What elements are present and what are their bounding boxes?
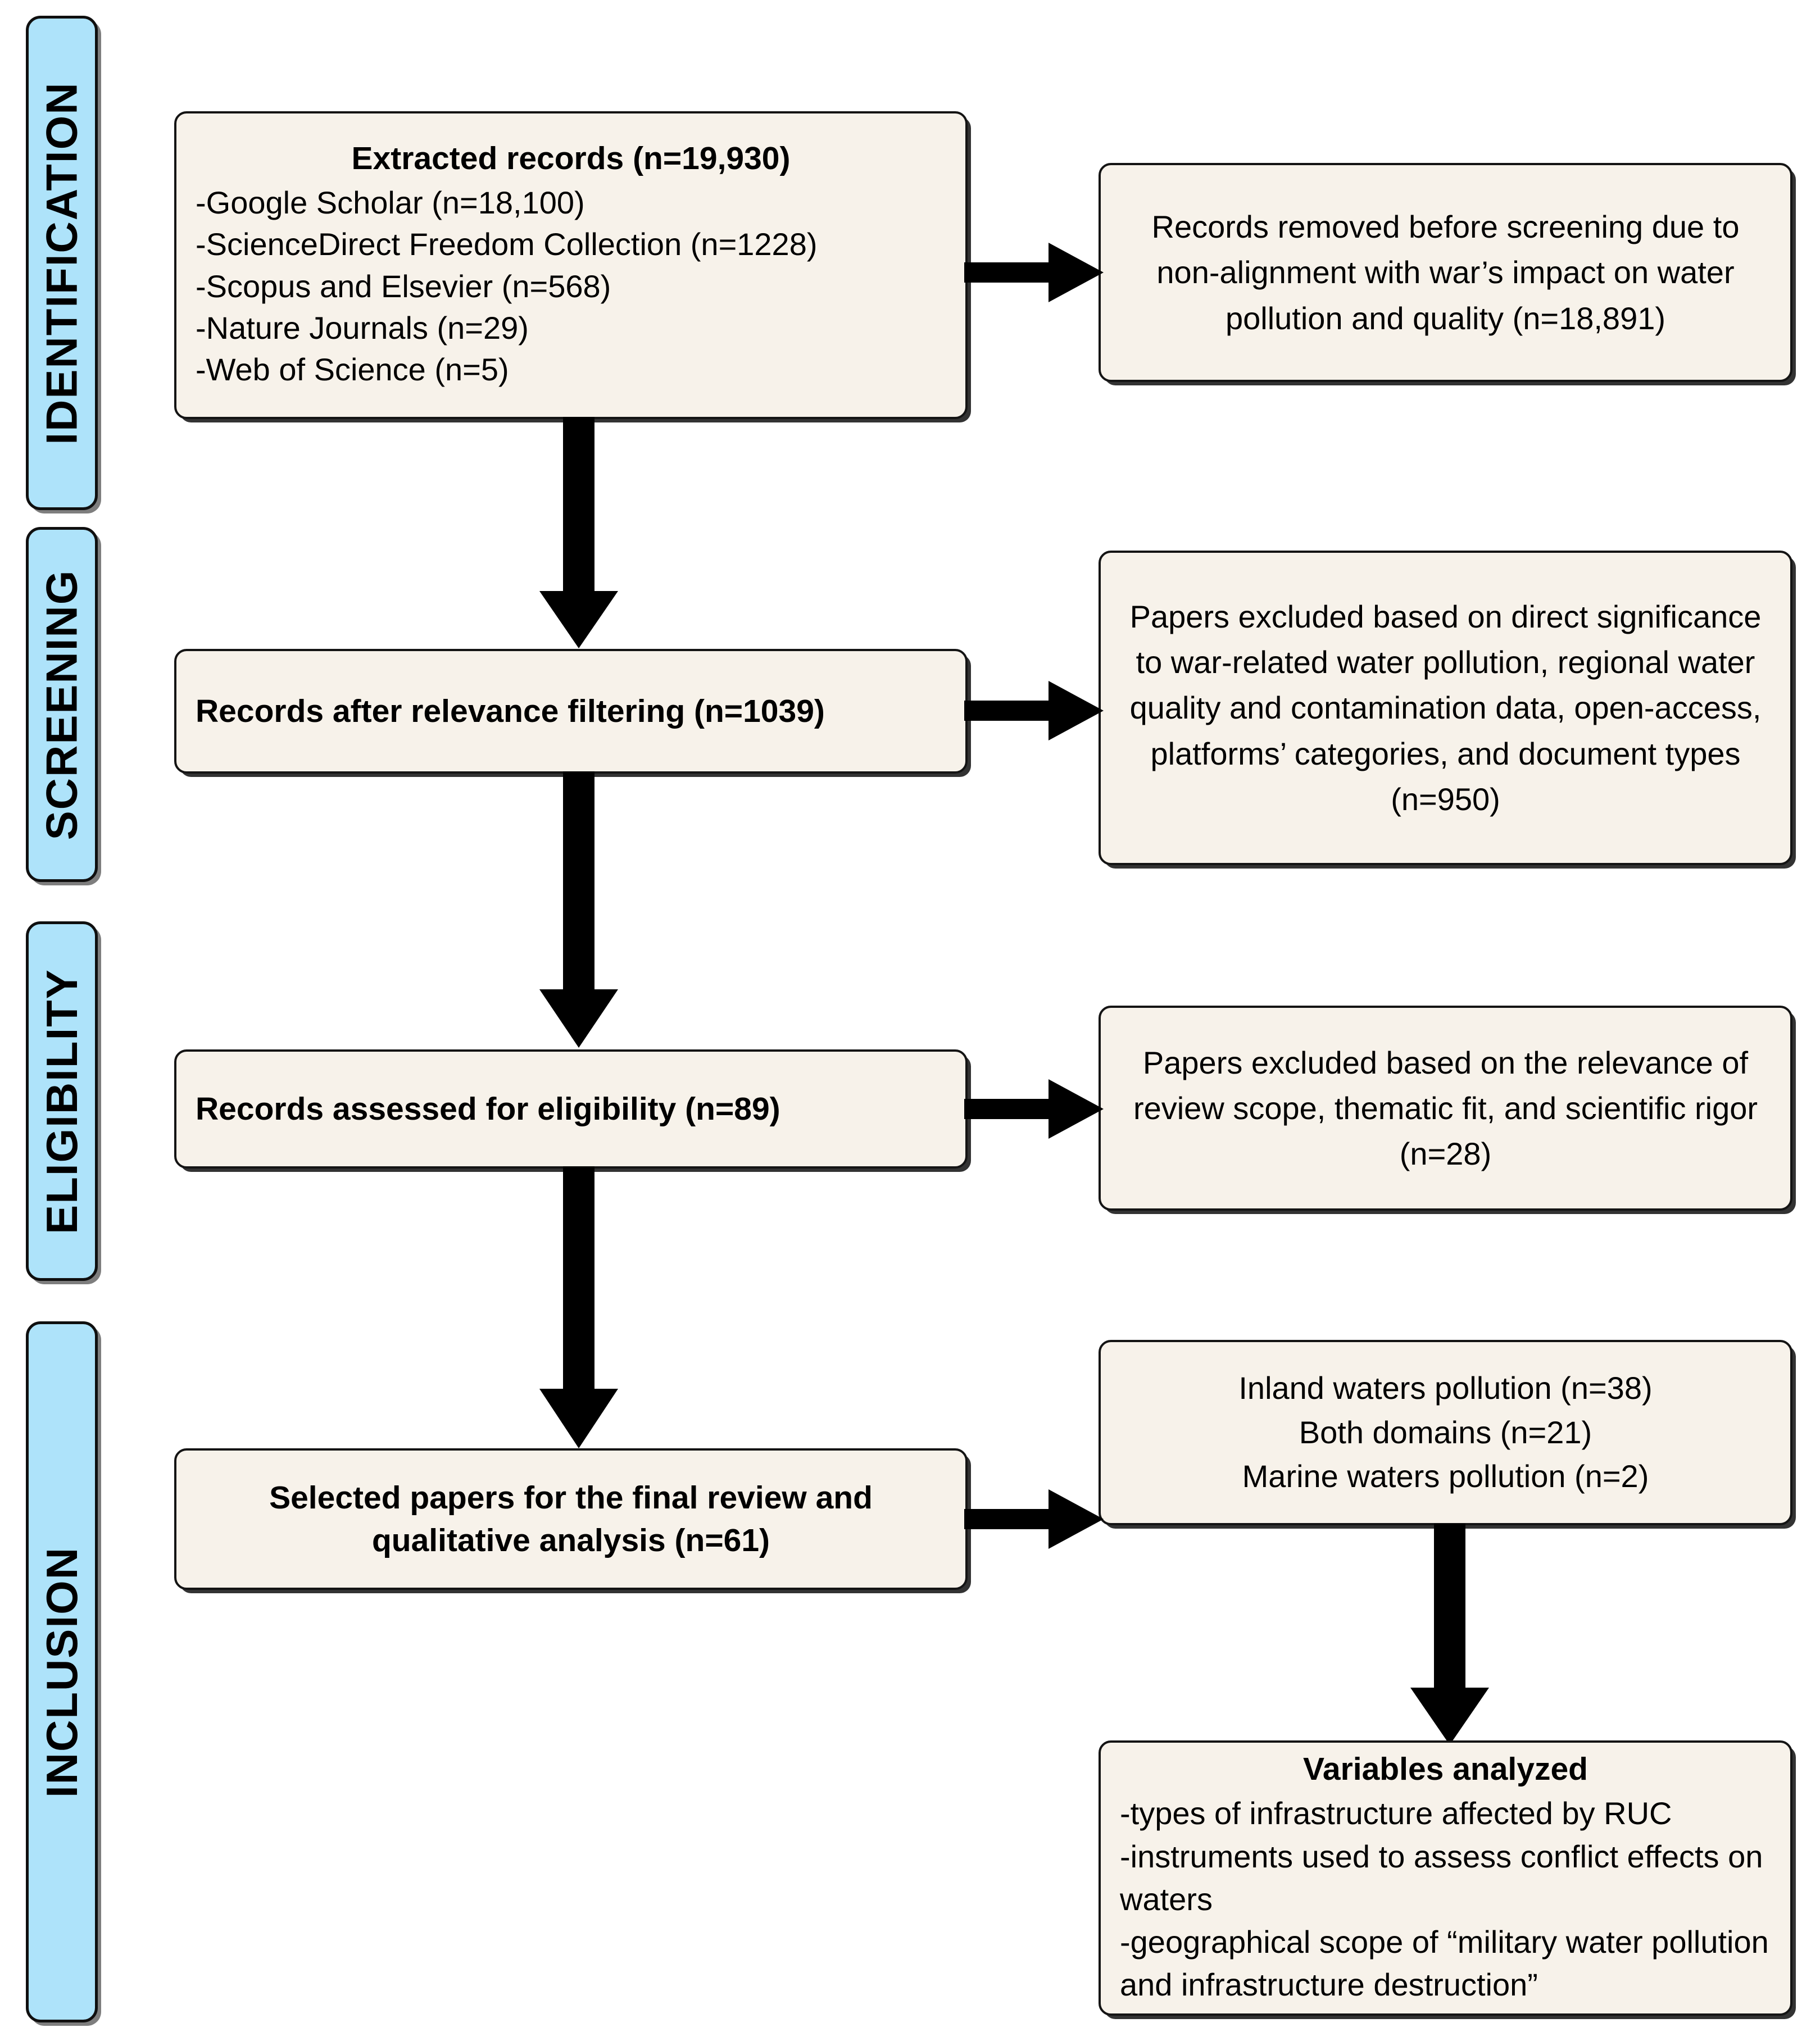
extracted-records-source-2: -Scopus and Elsevier (n=568) bbox=[196, 268, 611, 304]
box-records-removed: Records removed before screening due to … bbox=[1099, 163, 1792, 382]
box-selected-papers: Selected papers for the final review and… bbox=[174, 1448, 968, 1590]
outcome-inland-waters: Inland waters pollution (n=38) bbox=[1238, 1370, 1653, 1406]
arrow-extracted-to-removed bbox=[964, 236, 1111, 309]
stage-label-screening: SCREENING bbox=[37, 569, 87, 840]
variables-analyzed-title: Variables analyzed bbox=[1303, 1751, 1588, 1787]
arrow-outcomes-to-variables bbox=[1399, 1524, 1500, 1748]
records-removed-text: Records removed before screening due to … bbox=[1151, 209, 1740, 336]
extracted-records-title: Extracted records (n=19,930) bbox=[351, 140, 791, 177]
box-papers-excluded-eligibility: Papers excluded based on the relevance o… bbox=[1099, 1006, 1792, 1211]
variables-analyzed-item-2: -geographical scope of “military water p… bbox=[1120, 1924, 1769, 2002]
arrow-assessed-to-selected bbox=[528, 1166, 629, 1453]
records-assessed-text: Records assessed for eligibility (n=89) bbox=[196, 1090, 780, 1127]
stage-label-eligibility: ELIGIBILITY bbox=[37, 968, 87, 1234]
selected-papers-text: Selected papers for the final review and… bbox=[269, 1479, 873, 1558]
arrow-extracted-to-filtering bbox=[528, 417, 629, 653]
extracted-records-source-3: -Nature Journals (n=29) bbox=[196, 310, 529, 346]
papers-excluded-screening-text: Papers excluded based on direct signific… bbox=[1129, 599, 1762, 817]
stage-label-identification: IDENTIFICATION bbox=[37, 81, 87, 445]
box-extracted-records: Extracted records (n=19,930) -Google Sch… bbox=[174, 111, 968, 419]
box-outcome-split: Inland waters pollution (n=38) Both doma… bbox=[1099, 1340, 1792, 1525]
extracted-records-source-0: -Google Scholar (n=18,100) bbox=[196, 184, 585, 220]
records-after-filtering-text: Records after relevance filtering (n=103… bbox=[196, 693, 825, 729]
stage-panel-eligibility: ELIGIBILITY bbox=[26, 921, 98, 1281]
variables-analyzed-item-1: -instruments used to assess conflict eff… bbox=[1120, 1838, 1763, 1917]
arrow-filtering-to-assessed bbox=[528, 771, 629, 1052]
extracted-records-source-4: -Web of Science (n=5) bbox=[196, 352, 509, 388]
arrow-filtering-to-excluded-screening bbox=[964, 674, 1111, 747]
arrow-selected-to-outcomes bbox=[964, 1483, 1111, 1556]
stage-panel-inclusion: INCLUSION bbox=[26, 1321, 98, 2022]
box-records-assessed: Records assessed for eligibility (n=89) bbox=[174, 1049, 968, 1169]
outcome-marine-waters: Marine waters pollution (n=2) bbox=[1242, 1458, 1649, 1494]
stage-panel-identification: IDENTIFICATION bbox=[26, 16, 98, 510]
box-variables-analyzed: Variables analyzed -types of infrastruct… bbox=[1099, 1740, 1792, 2016]
box-papers-excluded-screening: Papers excluded based on direct signific… bbox=[1099, 551, 1792, 865]
arrow-assessed-to-excluded-eligibility bbox=[964, 1072, 1111, 1145]
stage-label-inclusion: INCLUSION bbox=[37, 1546, 87, 1798]
extracted-records-source-1: -ScienceDirect Freedom Collection (n=122… bbox=[196, 226, 818, 262]
stage-panel-screening: SCREENING bbox=[26, 527, 98, 882]
outcome-both-domains: Both domains (n=21) bbox=[1299, 1414, 1592, 1450]
papers-excluded-eligibility-text: Papers excluded based on the relevance o… bbox=[1133, 1044, 1758, 1172]
box-records-after-filtering: Records after relevance filtering (n=103… bbox=[174, 649, 968, 774]
variables-analyzed-item-0: -types of infrastructure affected by RUC bbox=[1120, 1795, 1672, 1831]
